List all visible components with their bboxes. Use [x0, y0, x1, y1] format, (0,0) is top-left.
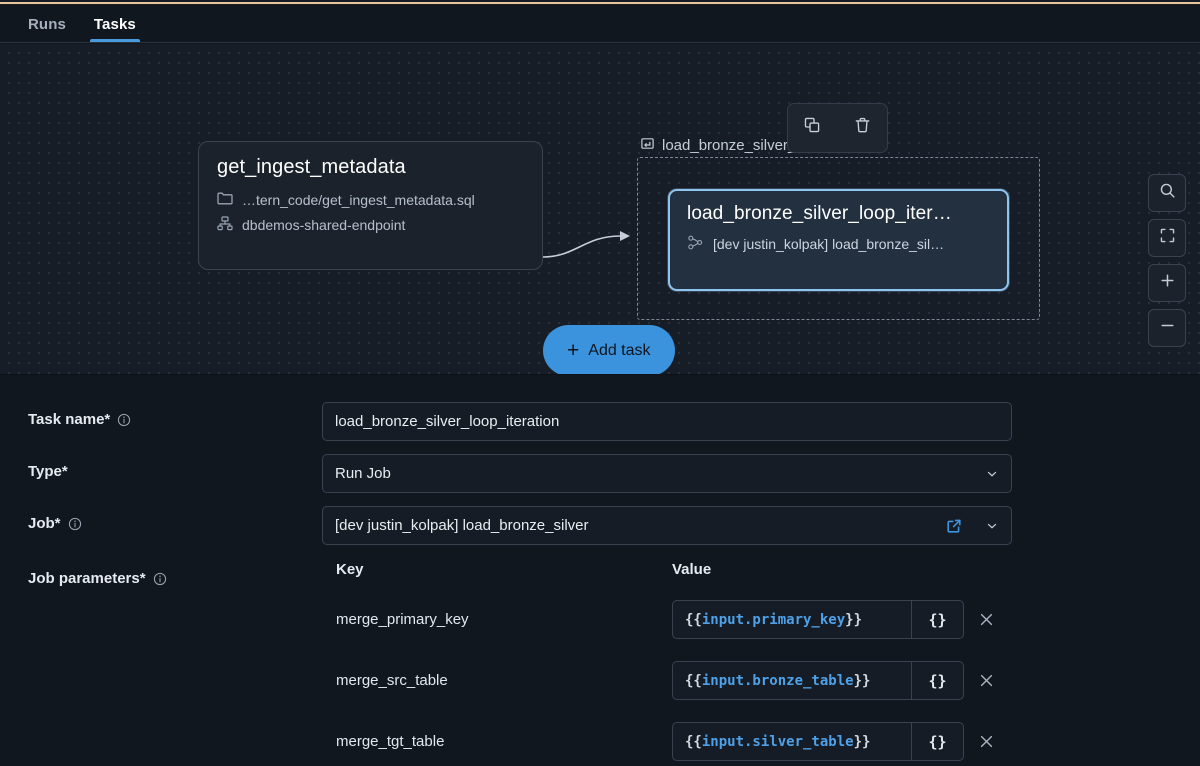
column-header-key: Key	[336, 561, 364, 578]
job-label: Job*	[28, 515, 61, 532]
param-expression: input.bronze_table	[701, 672, 854, 689]
type-value: Run Job	[335, 465, 391, 482]
task-node-path: …tern_code/get_ingest_metadata.sql	[217, 191, 524, 208]
top-accent-bar	[0, 0, 1200, 5]
minus-icon	[1159, 317, 1176, 339]
loop-group-label-text: load_bronze_silver_loop	[662, 137, 825, 154]
param-json-edit-button[interactable]: {}	[911, 601, 963, 638]
close-icon	[978, 733, 995, 750]
close-icon	[978, 672, 995, 689]
param-expression: input.silver_table	[701, 733, 854, 750]
job-parameters-table: Key Value merge_primary_key {{input.prim…	[322, 561, 1012, 766]
node-action-toolbar	[787, 103, 888, 153]
tab-tasks[interactable]: Tasks	[80, 16, 150, 42]
close-brace: }}	[853, 672, 871, 689]
param-remove-button[interactable]	[964, 611, 1008, 628]
workflow-icon	[687, 235, 704, 253]
plus-icon	[1159, 272, 1176, 294]
form-row-task-name: Task name* load_bronze_silver_loop_itera…	[0, 402, 1200, 441]
job-select[interactable]: [dev justin_kolpak] load_bronze_silver	[322, 506, 1012, 545]
task-node-job: [dev justin_kolpak] load_bronze_sil…	[687, 235, 990, 253]
type-label: Type*	[28, 463, 68, 480]
chevron-down-icon	[985, 519, 999, 533]
param-key: merge_primary_key	[336, 611, 469, 628]
param-value-input[interactable]: {{input.bronze_table}}	[673, 662, 911, 699]
task-node-get-ingest-metadata[interactable]: get_ingest_metadata …tern_code/get_inges…	[198, 141, 543, 270]
task-name-value: load_bronze_silver_loop_iteration	[335, 413, 560, 430]
param-value-group: {{input.primary_key}} {}	[672, 600, 964, 639]
folder-icon	[217, 191, 233, 208]
copy-icon	[803, 116, 822, 140]
param-key: merge_src_table	[336, 672, 448, 689]
param-json-edit-button[interactable]: {}	[911, 662, 963, 699]
close-icon	[978, 611, 995, 628]
fit-to-screen-button[interactable]	[1148, 219, 1186, 257]
zoom-out-button[interactable]	[1148, 309, 1186, 347]
info-icon[interactable]	[117, 413, 131, 427]
fit-screen-icon	[1159, 227, 1176, 249]
info-icon[interactable]	[68, 517, 82, 531]
param-value-input[interactable]: {{input.silver_table}}	[673, 723, 911, 760]
loop-icon	[640, 136, 655, 155]
delete-node-button[interactable]	[846, 112, 878, 144]
job-label-group: Job*	[0, 506, 322, 532]
close-brace: }}	[845, 611, 863, 628]
task-node-load-bronze-silver-loop-iteration[interactable]: load_bronze_silver_loop_iter… [dev justi…	[668, 189, 1009, 291]
task-name-label-group: Task name*	[0, 402, 322, 428]
task-graph-canvas[interactable]: get_ingest_metadata …tern_code/get_inges…	[0, 44, 1200, 375]
table-row: merge_primary_key {{input.primary_key}} …	[322, 600, 1012, 639]
zoom-in-button[interactable]	[1148, 264, 1186, 302]
duplicate-node-button[interactable]	[797, 112, 829, 144]
task-node-title: load_bronze_silver_loop_iter…	[687, 203, 952, 224]
open-brace: {{	[685, 733, 702, 750]
add-task-button[interactable]: + Add task	[543, 325, 675, 374]
tab-runs[interactable]: Runs	[28, 16, 66, 33]
search-icon	[1159, 182, 1176, 204]
form-row-type: Type* Run Job	[0, 454, 1200, 493]
cluster-icon	[217, 216, 233, 234]
canvas-search-button[interactable]	[1148, 174, 1186, 212]
param-value-input[interactable]: {{input.primary_key}}	[673, 601, 911, 638]
param-value-group: {{input.silver_table}} {}	[672, 722, 964, 761]
job-parameters-header: Key Value	[322, 561, 1012, 578]
type-label-group: Type*	[0, 454, 322, 480]
task-node-title: get_ingest_metadata	[217, 156, 406, 178]
param-remove-button[interactable]	[964, 733, 1008, 750]
tab-bar: Runs Tasks	[0, 5, 1200, 43]
close-brace: }}	[853, 733, 871, 750]
task-node-path-label: …tern_code/get_ingest_metadata.sql	[242, 191, 475, 208]
loop-group-container[interactable]	[637, 157, 1040, 320]
trash-icon	[853, 116, 872, 140]
add-task-label: Add task	[588, 341, 651, 359]
type-select[interactable]: Run Job	[322, 454, 1012, 493]
param-value-group: {{input.bronze_table}} {}	[672, 661, 964, 700]
info-icon[interactable]	[153, 572, 167, 586]
plus-icon: +	[567, 339, 580, 362]
param-json-edit-button[interactable]: {}	[911, 723, 963, 760]
open-brace: {{	[685, 611, 702, 628]
job-value: [dev justin_kolpak] load_bronze_silver	[335, 517, 589, 534]
param-expression: input.primary_key	[701, 611, 846, 628]
canvas-controls	[1148, 174, 1186, 347]
task-node-job-label: [dev justin_kolpak] load_bronze_sil…	[713, 236, 945, 252]
task-node-compute: dbdemos-shared-endpoint	[217, 216, 524, 234]
task-name-input[interactable]: load_bronze_silver_loop_iteration	[322, 402, 1012, 441]
form-row-job: Job* [dev justin_kolpak] load_bronze_sil…	[0, 506, 1200, 545]
task-settings-form: Task name* load_bronze_silver_loop_itera…	[0, 376, 1200, 766]
table-row: merge_src_table {{input.bronze_table}} {…	[322, 661, 1012, 700]
external-link-icon[interactable]	[945, 517, 963, 535]
param-remove-button[interactable]	[964, 672, 1008, 689]
chevron-down-icon	[985, 467, 999, 481]
open-brace: {{	[685, 672, 702, 689]
table-row: merge_tgt_table {{input.silver_table}} {…	[322, 722, 1012, 761]
job-parameters-label-group: Job parameters*	[0, 561, 322, 587]
param-key: merge_tgt_table	[336, 733, 445, 750]
task-node-compute-label: dbdemos-shared-endpoint	[242, 217, 406, 233]
job-parameters-label: Job parameters*	[28, 570, 146, 587]
form-row-job-parameters: Job parameters* Key Value merge_primary_…	[0, 561, 1200, 766]
column-header-value: Value	[672, 561, 712, 578]
loop-group-label: load_bronze_silver_loop	[640, 136, 825, 155]
task-name-label: Task name*	[28, 411, 111, 428]
